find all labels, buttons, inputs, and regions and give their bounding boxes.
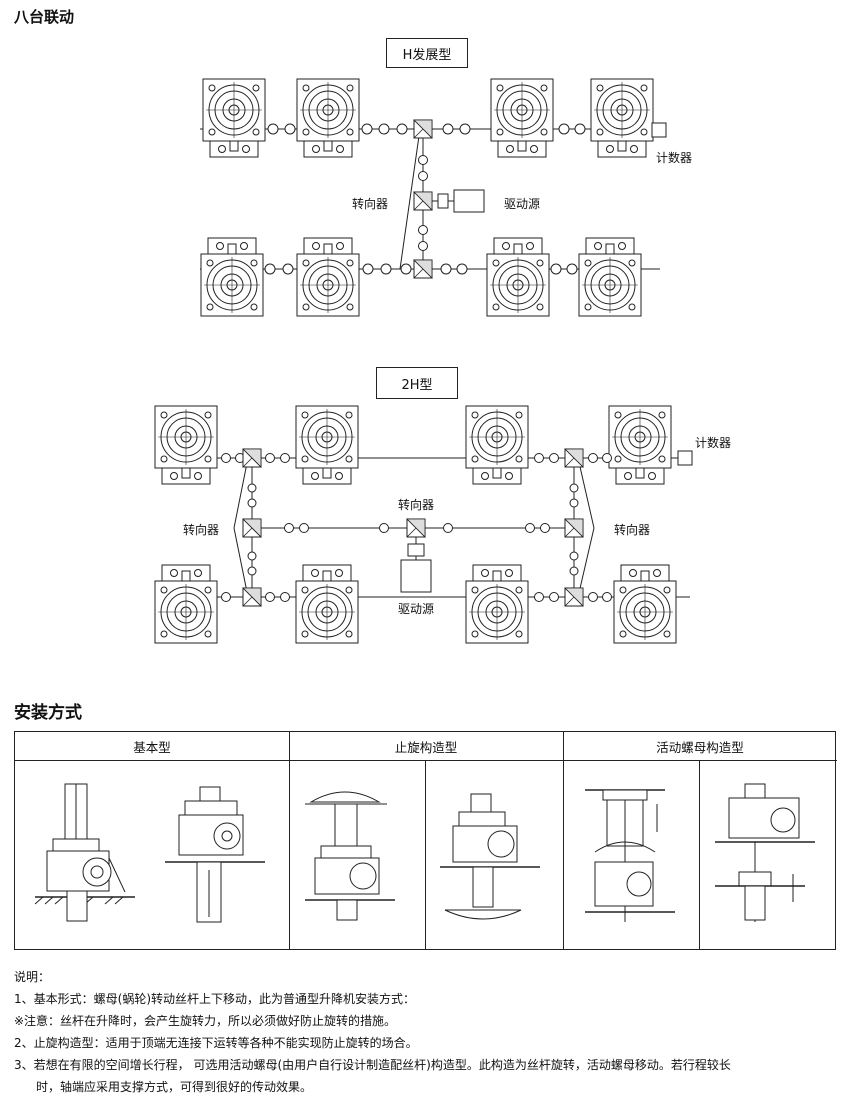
note-item: 3、若想在有限的空间增长行程， 可选用活动螺母(由用户自行设计制造配丝杆)构造型…	[14, 1058, 731, 1072]
jack-h-top-3	[490, 78, 554, 158]
notes-heading: 说明：	[14, 970, 51, 984]
jack-h-bot-1	[200, 237, 264, 317]
h-diagram-title: H发展型	[386, 38, 468, 68]
h2-diverter-left-label: 转向器	[183, 523, 220, 537]
install-section-title: 安装方式	[14, 703, 82, 723]
note-item: ※注意：丝杆在升降时，会产生旋转力，所以必须做好防止旋转的措施。	[14, 1014, 397, 1028]
h2-diverter-right-label: 转向器	[614, 523, 651, 537]
jack-h-top-2	[296, 78, 360, 158]
jack-h-top-4	[590, 78, 654, 158]
h-diverter-label: 转向器	[352, 197, 389, 211]
jack-h-top-1	[202, 78, 266, 158]
h-drive-label: 驱动源	[504, 197, 541, 211]
note-item: 时，轴端应采用支撑方式，可得到很好的传动效果。	[36, 1080, 313, 1094]
jack-h-bot-3	[486, 237, 550, 317]
h2-diagram-title: 2H型	[376, 367, 458, 399]
install-drawings	[34, 783, 815, 923]
jack-h-bot-4	[578, 237, 642, 317]
table-divider	[289, 732, 290, 949]
table-divider	[699, 761, 700, 949]
install-col-anti-rotation: 止旋构造型	[289, 732, 563, 761]
table-divider	[425, 761, 426, 949]
install-col-basic: 基本型	[15, 732, 289, 761]
h2-drive-label: 驱动源	[398, 602, 435, 616]
h2-diverter-top-label: 转向器	[398, 498, 435, 512]
note-item: 2、止旋构造型：适用于顶端无连接下运转等各种不能实现防止旋转的场合。	[14, 1036, 418, 1050]
page-title: 八台联动	[14, 8, 75, 26]
install-table: 基本型 止旋构造型 活动螺母构造型	[14, 731, 837, 950]
jack-h-bot-2	[296, 237, 360, 317]
notes-block: 说明： 1、基本形式：螺母(蜗轮)转动丝杆上下移动，此为普通型升降机安装方式： …	[14, 966, 834, 1098]
table-divider	[563, 732, 564, 949]
note-item: 1、基本形式：螺母(蜗轮)转动丝杆上下移动，此为普通型升降机安装方式：	[14, 992, 416, 1006]
install-col-moving-nut: 活动螺母构造型	[563, 732, 837, 761]
h2-counter-label: 计数器	[695, 436, 732, 450]
h-counter-label: 计数器	[656, 151, 693, 165]
h-diagram-drawing	[154, 78, 693, 644]
